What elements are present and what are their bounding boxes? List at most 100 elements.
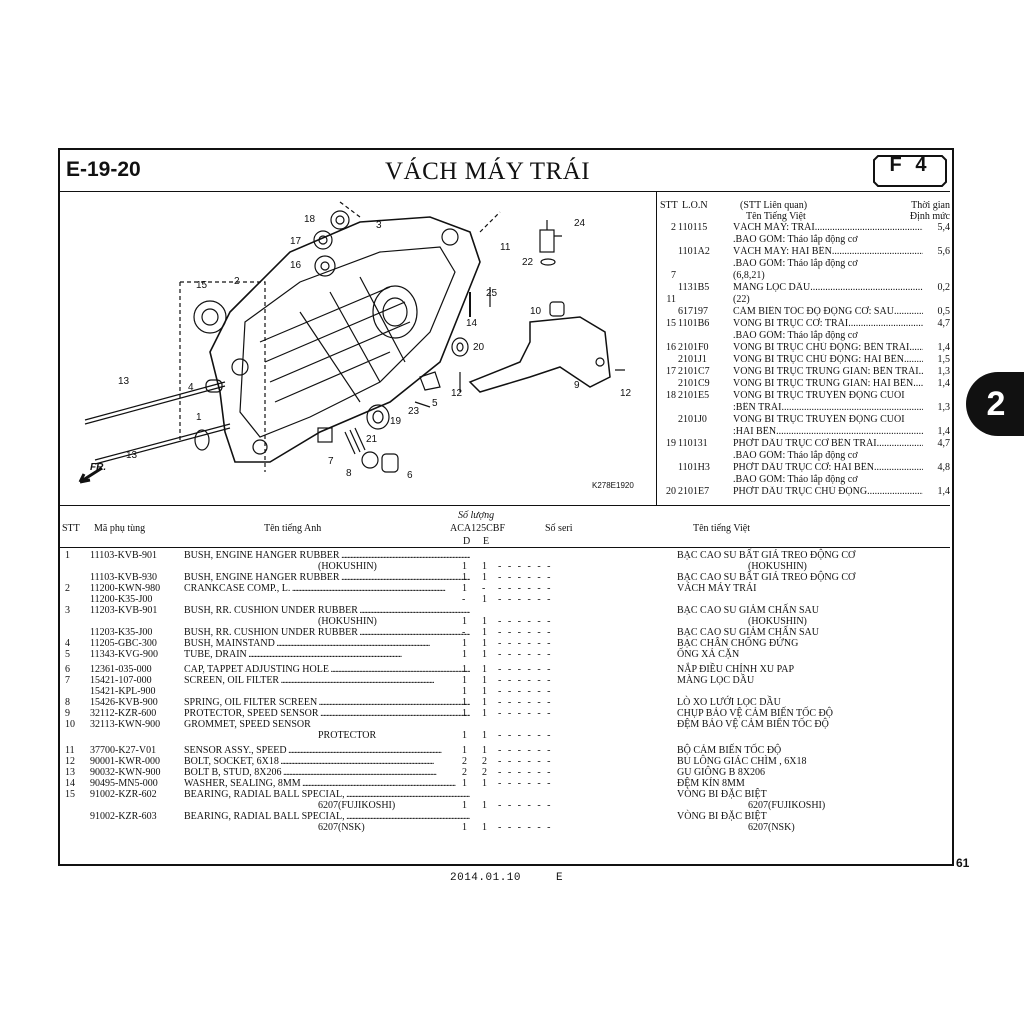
labor-name: VÒNG BI TRỤC TRUYỀN ĐỘNG CUỐI xyxy=(733,390,905,401)
part-name-en: BUSH, MAINSTAND xyxy=(184,638,470,649)
labor-lon: 2101E5 xyxy=(678,390,710,401)
part-name-en: WASHER, SEALING, 8MM xyxy=(184,778,470,789)
labor-row: .BAO GỒM: Tháo lắp động cơ xyxy=(660,474,952,486)
labor-name: CẢM BIẾN TỐC ĐỘ ĐỘNG CƠ: SAU xyxy=(733,306,923,318)
qty-e: 1 xyxy=(482,686,487,697)
callout-label: 7 xyxy=(328,456,334,467)
qty-d: 1 xyxy=(462,730,467,741)
part-index: 13 xyxy=(65,767,75,778)
labor-name: (6,8,21) xyxy=(733,270,765,281)
part-name-vn: BẠC CAO SU GIẢM CHẤN SAU xyxy=(677,605,819,616)
part-name-vn: MÀNG LỌC DẦU xyxy=(677,675,755,686)
serial-dashes: - - - - - - xyxy=(498,583,553,594)
qty-e: 2 xyxy=(482,767,487,778)
labor-lon: 110115 xyxy=(678,222,708,233)
labor-name: VÁCH MÁY: HAI BÊN xyxy=(733,246,923,258)
serial-dashes: - - - - - - xyxy=(498,561,553,572)
labor-name: :BÊN TRÁI xyxy=(733,402,923,414)
labor-lon: 2101C9 xyxy=(678,378,710,389)
labor-time: 1,4 xyxy=(936,378,950,390)
part-number: 37700-K27-V01 xyxy=(90,745,157,756)
labor-time: 5,4 xyxy=(936,222,950,234)
part-name-en: (HOKUSHIN) xyxy=(318,616,377,627)
part-name-en: CRANKCASE COMP., L. xyxy=(184,583,470,594)
part-number: 11203-KVB-901 xyxy=(90,605,158,616)
callout-label: 25 xyxy=(486,288,498,299)
qty-e: 1 xyxy=(482,675,487,686)
labor-name: .BAO GỒM: Tháo lắp động cơ xyxy=(733,258,858,269)
col-model: ACA125CBF xyxy=(450,523,506,534)
parts-head-divider xyxy=(60,547,950,548)
qty-e: 1 xyxy=(482,572,487,583)
labor-stt: 2 xyxy=(671,222,676,233)
part-name-vn: 6207(FUJIKOSHI) xyxy=(748,800,826,811)
front-direction-label: FR. xyxy=(90,462,106,473)
part-number: 32113-KWN-900 xyxy=(90,719,161,730)
col-qty: Số lượng xyxy=(458,510,495,521)
qty-d: 1 xyxy=(462,561,467,572)
callout-label: 12 xyxy=(451,388,463,399)
page-number: 61 xyxy=(956,856,970,870)
page-frame xyxy=(58,148,954,866)
part-name-en: (HOKUSHIN) xyxy=(318,561,377,572)
qty-d: 1 xyxy=(462,572,467,583)
labor-lon: 110131 xyxy=(678,438,708,449)
part-name-en: BEARING, RADIAL BALL SPECIAL, xyxy=(184,789,470,800)
labor-row: .BAO GỒM: Tháo lắp động cơ xyxy=(660,258,952,270)
serial-dashes: - - - - - - xyxy=(498,800,553,811)
qty-d: 1 xyxy=(462,664,467,675)
footer-date: 2014.01.10 xyxy=(450,872,522,884)
part-number: 32112-KZR-600 xyxy=(90,708,157,719)
callout-label: 24 xyxy=(574,218,586,229)
diagram-ref: K278E1920 xyxy=(592,481,634,490)
part-index: 6 xyxy=(65,664,70,675)
serial-dashes: - - - - - - xyxy=(498,822,553,833)
labor-stt: 11 xyxy=(666,294,676,305)
part-number: 90495-MN5-000 xyxy=(90,778,158,789)
qty-d: - xyxy=(462,627,466,638)
labor-name: (22) xyxy=(733,294,750,305)
header-divider xyxy=(60,191,950,192)
labor-name: PHỚT DẦU TRỤC CƠ: HAI BÊN xyxy=(733,462,923,474)
part-number: 90032-KWN-900 xyxy=(90,767,161,778)
part-index: 12 xyxy=(65,756,75,767)
labor-lon: 2101J1 xyxy=(678,354,707,365)
labor-lon: 2101F0 xyxy=(678,342,709,353)
labor-row: .BAO GỒM: Tháo lắp động cơ xyxy=(660,234,952,246)
callout-label: 3 xyxy=(376,220,382,231)
labor-stt: 7 xyxy=(671,270,676,281)
part-index: 11 xyxy=(65,745,75,756)
callout-label: 5 xyxy=(432,398,438,409)
labor-name: PHỚT DẦU TRỤC CHỦ ĐỘNG xyxy=(733,486,923,498)
labor-stt: 15 xyxy=(666,318,676,329)
labor-stt: 16 xyxy=(666,342,676,353)
part-number: 11103-KVB-930 xyxy=(90,572,158,583)
serial-dashes: - - - - - - xyxy=(498,767,553,778)
qty-e: - xyxy=(482,583,486,594)
part-name-en: BUSH, ENGINE HANGER RUBBER xyxy=(184,572,470,583)
diagram-table-divider xyxy=(656,192,657,505)
part-name-vn: NẮP ĐIỀU CHỈNH XU PAP xyxy=(677,664,795,675)
labor-name: VÒNG BI TRỤC CƠ: TRÁI xyxy=(733,318,923,330)
part-name-en: 6207(NSK) xyxy=(318,822,365,833)
labor-time: 1,4 xyxy=(936,426,950,438)
part-name-vn: ỐNG XẢ CẶN xyxy=(677,649,740,660)
qty-d: 1 xyxy=(462,675,467,686)
section-code: E-19-20 xyxy=(66,158,141,181)
labor-lon: 1101B6 xyxy=(678,318,710,329)
labor-lon: 2101C7 xyxy=(678,366,710,377)
